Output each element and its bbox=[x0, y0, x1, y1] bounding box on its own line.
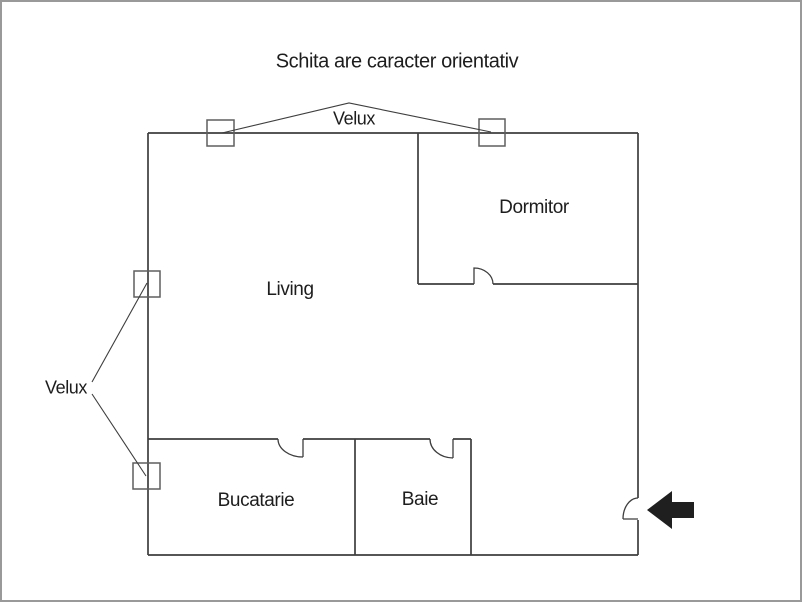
entrance-door-icon bbox=[622, 497, 639, 520]
room-label-baie: Baie bbox=[401, 489, 439, 510]
velux-window-icon-left-upper bbox=[133, 270, 161, 298]
velux-label-top: Velux bbox=[332, 108, 376, 129]
plan-title: Schita are caracter orientativ bbox=[275, 50, 519, 73]
velux-window-icon-left-lower bbox=[132, 462, 161, 490]
room-label-living: Living bbox=[266, 279, 314, 300]
velux-top-callout-lines bbox=[221, 102, 492, 134]
bucatarie-door-icon bbox=[277, 438, 304, 458]
room-label-bucatarie: Bucatarie bbox=[217, 490, 295, 511]
velux-window-icon-top-right bbox=[478, 118, 506, 147]
velux-left-callout-lines bbox=[91, 282, 148, 477]
velux-label-left: Velux bbox=[44, 377, 88, 398]
velux-window-icon-top-left bbox=[206, 119, 235, 147]
entrance-arrow-icon bbox=[647, 491, 694, 529]
dormitor-door-icon bbox=[473, 267, 494, 285]
outer-walls bbox=[147, 132, 639, 556]
baie-door-icon bbox=[429, 438, 454, 459]
interior-walls bbox=[148, 133, 638, 555]
room-label-dormitor: Dormitor bbox=[499, 197, 569, 218]
